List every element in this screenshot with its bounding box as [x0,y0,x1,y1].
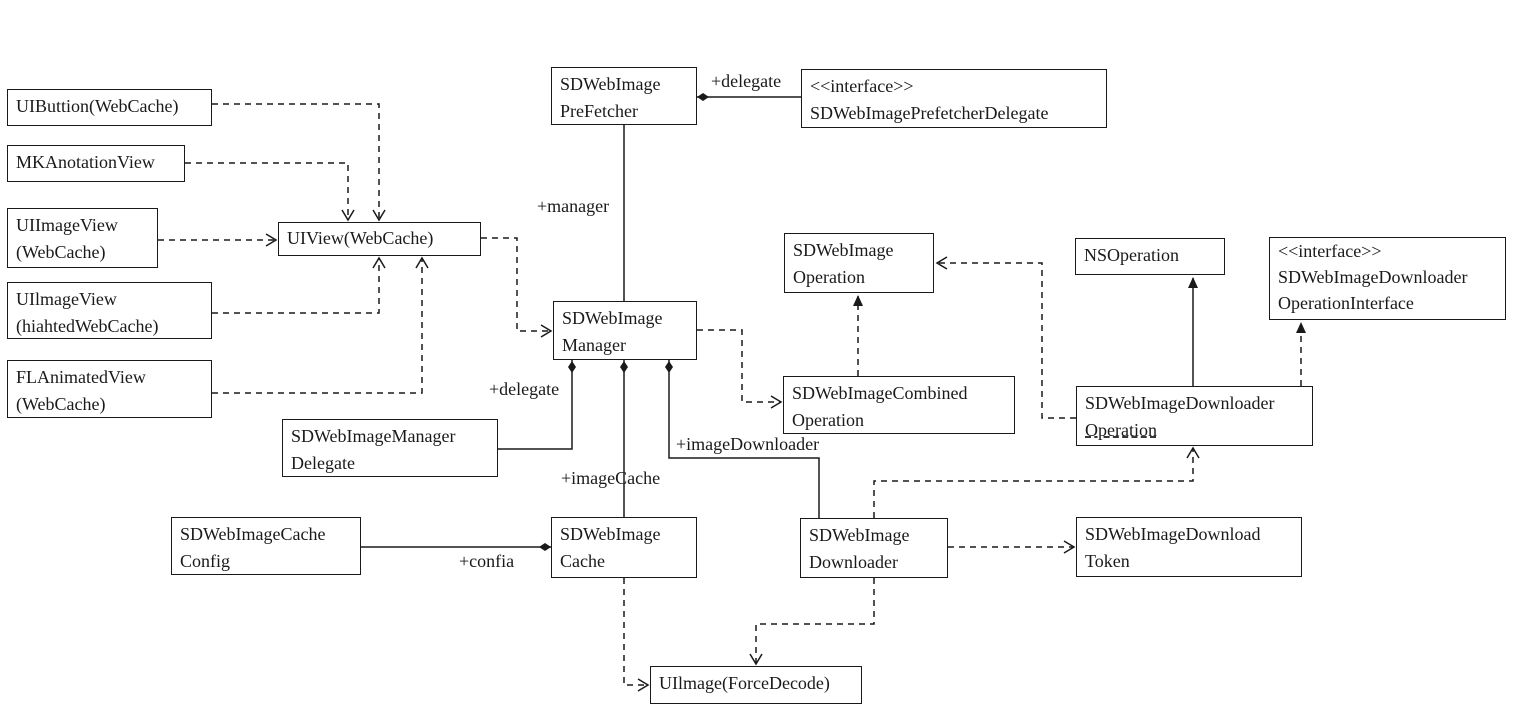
node-uiimageview-highlighted: UIlmageView (hiahtedWebCache) [7,282,212,339]
composition-diamond [568,361,576,373]
node-line: SDWebImageCombined [792,383,968,403]
dependency-edge [212,258,423,394]
label-config: +confia [459,551,515,571]
node-line: (WebCache) [16,394,106,414]
arrowhead [853,295,863,306]
node-line: SDWebImagePrefetcherDelegate [810,103,1049,123]
dependency-edge [212,103,380,220]
arrowhead [749,653,763,666]
node-line: UIlmage(ForceDecode) [659,673,830,693]
realization-edge [937,262,1076,419]
arrowhead [341,209,355,222]
node-uiimage-forcedecode: UIlmage(ForceDecode) [650,666,862,704]
arrowhead [935,256,948,270]
composition-diamond [697,93,709,101]
node-manager: SDWebImage Manager [553,301,697,360]
node-line: Operation [792,410,864,430]
node-downloader: SDWebImage Downloader [800,518,948,578]
node-line: UIView(WebCache) [287,228,434,248]
arrowhead [540,324,553,338]
node-downloader-operation: SDWebImageDownloader Operation [1076,386,1313,446]
arrowhead [372,256,386,269]
node-line: Downloader [809,552,898,572]
node-line: SDWebImageDownloader [1278,267,1468,287]
node-line: Delegate [291,453,355,473]
node-line: SDWebImage [560,524,661,544]
dependency-edge [481,237,551,332]
arrowhead [770,395,783,409]
node-mkanotationview: MKAnotationView [7,145,185,182]
dependency-edge [185,162,349,220]
node-cache: SDWebImage Cache [551,517,697,578]
node-nsoperation: NSOperation [1075,238,1225,275]
arrowhead [265,233,278,247]
node-line: Config [180,551,231,571]
association-edge [498,360,573,450]
arrowhead [415,256,429,269]
arrowhead [1296,322,1306,333]
node-line: Operation [1085,420,1157,440]
node-line: FLAnimatedView [16,367,146,387]
node-line: MKAnotationView [16,152,155,172]
arrowhead [637,678,650,692]
node-line: <<interface>> [810,76,914,96]
node-line: UIButtion(WebCache) [16,96,179,116]
node-manager-delegate: SDWebImageManager Delegate [282,419,498,477]
dependency-edge [697,329,781,403]
node-flanimatedview: FLAnimatedView (WebCache) [7,360,212,418]
dependency-edge [212,258,380,314]
node-prefetcher-delegate: <<interface>> SDWebImagePrefetcherDelega… [801,69,1107,128]
node-combined-operation: SDWebImageCombined Operation [783,376,1015,434]
node-line: SDWebImageManager [291,426,456,446]
node-line: SDWebImage [560,74,661,94]
node-line: (hiahtedWebCache) [16,316,159,336]
composition-diamond [665,361,673,373]
node-line: Token [1085,551,1130,571]
node-uiimageview-webcache: UIImageView (WebCache) [7,208,158,268]
node-line: NSOperation [1084,245,1179,265]
node-line: SDWebImageDownloader [1085,393,1275,413]
arrowhead [1063,540,1076,554]
node-line: SDWebImageCache [180,524,326,544]
node-line: Cache [560,551,605,571]
label-delegate-manager: +delegate [489,379,560,399]
dependency-edge [755,578,875,664]
node-uiview-webcache: UIView(WebCache) [278,222,481,256]
node-operation: SDWebImage Operation [784,233,934,293]
node-downloader-operation-interface: <<interface>> SDWebImageDownloader Opera… [1269,237,1506,320]
node-line: Operation [793,267,865,287]
node-download-token: SDWebImageDownload Token [1076,517,1302,577]
node-cache-config: SDWebImageCache Config [171,517,361,575]
node-line: SDWebImage [562,308,663,328]
node-line: SDWebImage [793,240,894,260]
node-line: SDWebImageDownload [1085,524,1261,544]
arrowhead [372,209,386,222]
composition-diamond [539,543,551,551]
node-line: OperationInterface [1278,293,1414,313]
node-line: (WebCache) [16,242,106,262]
node-line: UIImageView [16,215,118,235]
label-image-downloader: +imageDownloader [676,434,820,454]
node-line: Manager [562,335,626,355]
label-manager: +manager [537,196,610,216]
node-line: PreFetcher [560,101,638,121]
arrowhead [1188,277,1198,288]
node-prefetcher: SDWebImage PreFetcher [551,67,697,125]
node-uibutton-webcache: UIButtion(WebCache) [7,89,212,126]
node-line: <<interface>> [1278,241,1382,261]
arrowhead [1186,446,1200,459]
composition-diamond [620,361,628,373]
dependency-edge [623,578,648,686]
label-delegate-prefetcher: +delegate [711,71,782,91]
label-image-cache: +imageCache [561,468,661,488]
association-edge [668,360,820,518]
dependency-edge [873,448,1194,518]
node-line: SDWebImage [809,525,910,545]
node-line: UIlmageView [16,289,117,309]
